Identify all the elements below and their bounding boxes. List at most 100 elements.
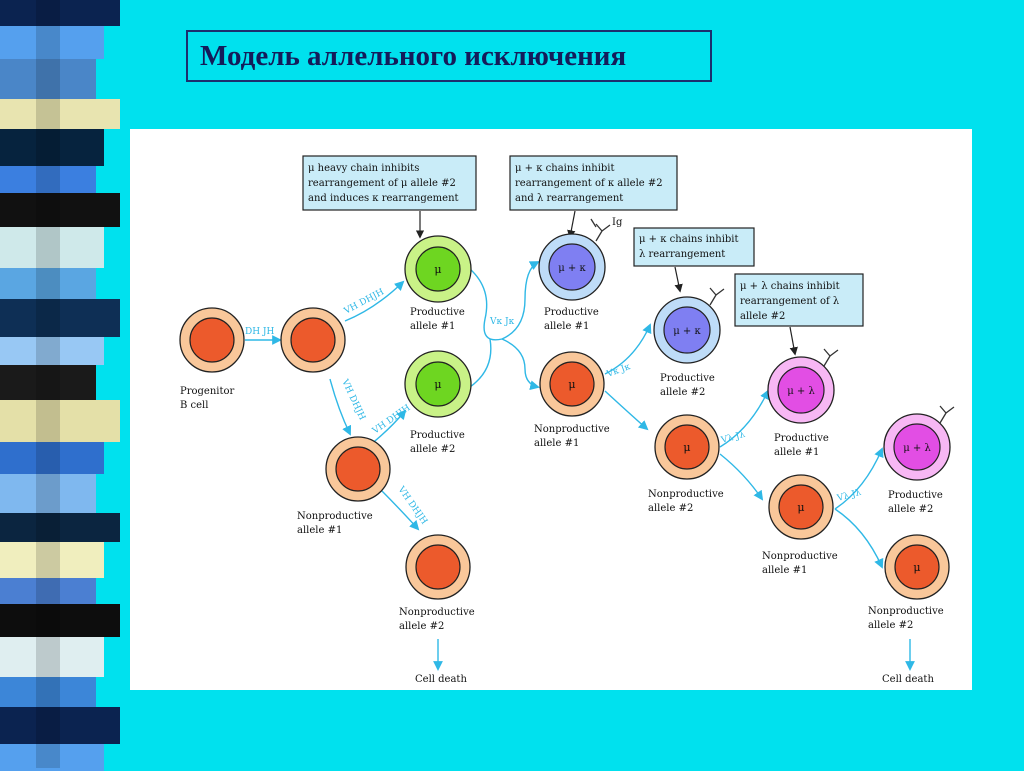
box-arrows bbox=[415, 210, 798, 356]
caption-nonprod-l1-1: Nonproductive bbox=[762, 551, 838, 562]
arrow-to-nonprod-l1 bbox=[719, 453, 764, 501]
cell-progenitor bbox=[179, 307, 245, 373]
caption-productive2-1: Productive bbox=[410, 430, 465, 441]
stripe-band bbox=[0, 268, 96, 299]
stripe-band bbox=[0, 299, 120, 337]
caption-productive1-2: allele #1 bbox=[410, 321, 455, 332]
caption-cell-death-1: Cell death bbox=[415, 674, 467, 685]
flow-arrows bbox=[245, 261, 915, 671]
cell-label-mu: μ bbox=[434, 378, 441, 391]
arrow-prod1-branch bbox=[469, 268, 503, 341]
stripe-band bbox=[0, 677, 96, 707]
stripe-band bbox=[0, 442, 104, 474]
caption-nonprod-h2-2: allele #2 bbox=[399, 621, 444, 632]
caption-mukappa2-2: allele #2 bbox=[660, 387, 705, 398]
stage-captions: Progenitor B cell Productive allele #1 P… bbox=[180, 307, 944, 685]
cell-label-mu-lambda: μ + λ bbox=[787, 386, 815, 397]
stripe-band bbox=[0, 337, 104, 365]
gene-label-vhdhjh-3: VH DHJH bbox=[370, 403, 413, 437]
inhibition-box-3: μ + κ chains inhibit λ rearrangement bbox=[633, 227, 755, 267]
inhibition-box-2: μ + κ chains inhibit rearrangement of κ … bbox=[509, 155, 678, 211]
gene-label-vkjk-1: Vκ Jκ bbox=[489, 317, 515, 327]
cell-label-mu: μ bbox=[797, 501, 804, 514]
caption-mulambda2-1: Productive bbox=[888, 490, 943, 501]
gene-label-vljl-1: Vλ Jλ bbox=[719, 430, 746, 446]
cell-nonproductive-h1 bbox=[325, 436, 391, 502]
cell-mu-kappa-2: μ + κ bbox=[653, 296, 721, 364]
caption-mukappa2-1: Productive bbox=[660, 373, 715, 384]
cell-label-mu-kappa: μ + κ bbox=[558, 263, 586, 274]
cell-productive-mu-1: μ bbox=[404, 235, 472, 303]
antibody-icon-3 bbox=[823, 348, 839, 367]
cell-nonproductive-h2 bbox=[405, 534, 471, 600]
cell-label-mu: μ bbox=[434, 263, 441, 276]
cell-mu-lambda-2: μ + λ bbox=[883, 413, 951, 481]
stripe-band bbox=[0, 99, 120, 129]
caption-progenitor-1: Progenitor bbox=[180, 386, 235, 397]
caption-nonprod-h1-1: Nonproductive bbox=[297, 511, 373, 522]
caption-nonprod-k2-2: allele #2 bbox=[648, 503, 693, 514]
arrow-to-mulambda-1 bbox=[719, 389, 770, 448]
box2-line3: and λ rearrangement bbox=[515, 193, 623, 204]
arrow-to-mukappa-2 bbox=[604, 323, 652, 375]
cell-nonproductive-k1: μ bbox=[539, 351, 605, 417]
caption-nonprod-l2-2: allele #2 bbox=[868, 620, 913, 631]
diagram-panel: μ heavy chain inhibits rearrangement of … bbox=[130, 129, 972, 690]
box2-line2: rearrangement of κ allele #2 bbox=[515, 178, 663, 189]
arrow-pre-to-nonprod-1 bbox=[329, 378, 352, 436]
antibody-icon-1: Ig bbox=[590, 217, 623, 242]
gene-label-vhdhjh-2: VH DHJH bbox=[339, 377, 367, 422]
stripe-inner-band bbox=[36, 0, 60, 768]
cell-pre-b bbox=[280, 307, 346, 373]
caption-nonprod-k1-2: allele #1 bbox=[534, 438, 579, 449]
stripe-band bbox=[0, 129, 104, 166]
caption-mukappa1-2: allele #1 bbox=[544, 321, 589, 332]
cell-label-mu: μ bbox=[683, 441, 690, 454]
arrow-to-productive-1 bbox=[344, 280, 405, 322]
caption-nonprod-l2-1: Nonproductive bbox=[868, 606, 944, 617]
stripe-band bbox=[0, 513, 120, 542]
caption-nonprod-h1-2: allele #1 bbox=[297, 525, 342, 536]
arrow-prod2-branch bbox=[469, 338, 492, 388]
inhibition-box-1: μ heavy chain inhibits rearrangement of … bbox=[302, 155, 477, 211]
box3-line2: λ rearrangement bbox=[639, 249, 725, 260]
stripe-band bbox=[0, 26, 104, 59]
ig-label: Ig bbox=[612, 217, 623, 228]
slide-title: Модель аллельного исключения bbox=[186, 30, 712, 82]
antibody-icon-2 bbox=[709, 287, 725, 306]
cell-nonproductive-l2: μ bbox=[884, 534, 950, 600]
cell-label-mu: μ bbox=[913, 561, 920, 574]
gene-label-vhdhjh-4: VH DHJH bbox=[395, 484, 429, 527]
stripe-band bbox=[0, 59, 96, 99]
stripe-band bbox=[0, 365, 96, 400]
box4-line3: allele #2 bbox=[740, 311, 785, 322]
caption-mulambda2-2: allele #2 bbox=[888, 504, 933, 515]
box3-line1: μ + κ chains inhibit bbox=[639, 234, 739, 245]
stripe-band bbox=[0, 193, 120, 227]
stripe-band bbox=[0, 707, 120, 744]
cell-label-mu-kappa: μ + κ bbox=[673, 326, 701, 337]
caption-mulambda1-1: Productive bbox=[774, 433, 829, 444]
stripe-band bbox=[0, 227, 104, 268]
box4-line1: μ + λ chains inhibit bbox=[740, 281, 840, 292]
cell-label-mu: μ bbox=[568, 378, 575, 391]
gene-label-vljl-2: Vλ Jλ bbox=[835, 488, 862, 504]
gene-label-dhjh: DH JH bbox=[245, 327, 275, 337]
arrow-to-nonprod-k1 bbox=[501, 338, 540, 391]
caption-cell-death-2: Cell death bbox=[882, 674, 934, 685]
stripe-band bbox=[0, 744, 104, 771]
inhibition-box-4: μ + λ chains inhibit rearrangement of λ … bbox=[734, 273, 864, 327]
box1-line3: and induces κ rearrangement bbox=[308, 193, 459, 204]
stripe-band bbox=[0, 542, 104, 578]
stripe-band bbox=[0, 474, 96, 513]
box2-line1: μ + κ chains inhibit bbox=[515, 163, 615, 174]
caption-nonprod-h2-1: Nonproductive bbox=[399, 607, 475, 618]
caption-nonprod-l1-2: allele #1 bbox=[762, 565, 807, 576]
stripe-band bbox=[0, 637, 104, 677]
caption-nonprod-k1-1: Nonproductive bbox=[534, 424, 610, 435]
cell-productive-mu-2: μ bbox=[404, 350, 472, 418]
allelic-exclusion-diagram: μ heavy chain inhibits rearrangement of … bbox=[179, 155, 955, 685]
caption-mulambda1-2: allele #1 bbox=[774, 447, 819, 458]
cell-mu-lambda-1: μ + λ bbox=[767, 356, 835, 424]
caption-progenitor-2: B cell bbox=[180, 400, 208, 411]
